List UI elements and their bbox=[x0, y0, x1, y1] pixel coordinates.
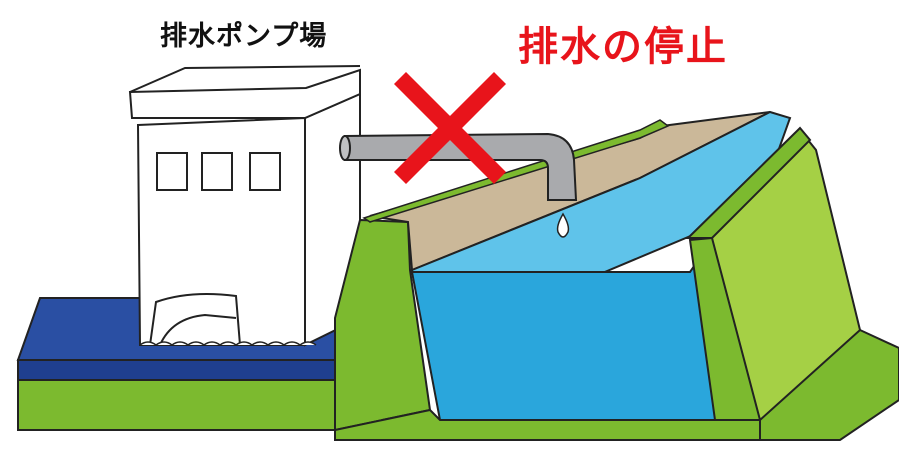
drain-pipe bbox=[344, 132, 578, 201]
discharge-outlet bbox=[148, 293, 242, 346]
building-window bbox=[249, 152, 281, 191]
pump-building-roof bbox=[128, 68, 361, 119]
water-drop-icon bbox=[556, 212, 570, 238]
building-window bbox=[201, 152, 233, 191]
water-ripple bbox=[139, 341, 317, 346]
ground-base-bottom bbox=[334, 408, 761, 441]
ground-base-front bbox=[17, 379, 336, 431]
drainage-pond-front bbox=[17, 359, 336, 381]
pump-station-label: 排水ポンプ場 bbox=[160, 21, 328, 52]
discharge-outlet-mouth bbox=[159, 313, 237, 346]
drain-pipe-end bbox=[339, 135, 351, 161]
drainage-stopped-label: 排水の停止 bbox=[518, 24, 728, 70]
cross-mark-icon bbox=[393, 71, 507, 185]
pump-building-roof-edge bbox=[129, 65, 361, 93]
grass-top-strip bbox=[362, 119, 670, 223]
building-window bbox=[156, 152, 188, 191]
